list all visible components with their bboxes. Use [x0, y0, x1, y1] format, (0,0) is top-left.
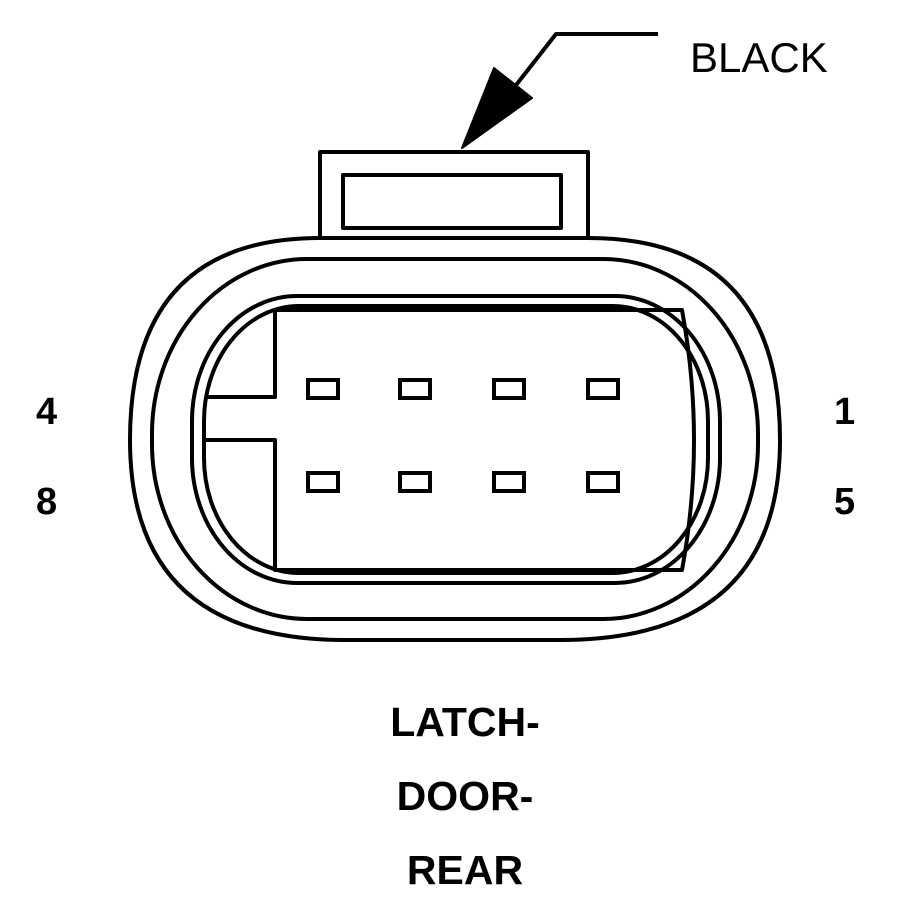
- terminal-cavity-pin-1: [586, 378, 620, 400]
- connector-face-outer: [190, 294, 722, 585]
- terminal-cavity-pin-6: [492, 471, 526, 493]
- connector-face-inner: [202, 304, 710, 575]
- terminal-cavity-pin-3: [398, 378, 432, 400]
- locking-tab: [318, 150, 590, 238]
- color-leader-arrowhead: [461, 67, 533, 149]
- pin-label-5: 5: [834, 481, 856, 523]
- locking-tab-window: [341, 173, 563, 230]
- pin-cavity-block: [206, 308, 696, 572]
- connector-housing-inner-edge: [150, 257, 760, 621]
- terminal-cavity-pin-8: [306, 471, 340, 493]
- connector-name-line-2: DOOR-: [396, 773, 534, 819]
- pin-label-4: 4: [36, 391, 58, 433]
- connector-name-line-1: LATCH-: [390, 699, 540, 745]
- pin-label-1: 1: [834, 391, 856, 433]
- pin-label-8: 8: [36, 481, 58, 523]
- connector-outer-housing: [128, 236, 782, 642]
- wire-color-label: BLACK: [690, 34, 828, 81]
- connector-name-line-3: REAR: [406, 847, 524, 893]
- terminal-cavity-pin-5: [586, 471, 620, 493]
- terminal-cavity-pin-2: [492, 378, 526, 400]
- terminal-cavity-pin-4: [306, 378, 340, 400]
- terminal-cavity-pin-7: [398, 471, 432, 493]
